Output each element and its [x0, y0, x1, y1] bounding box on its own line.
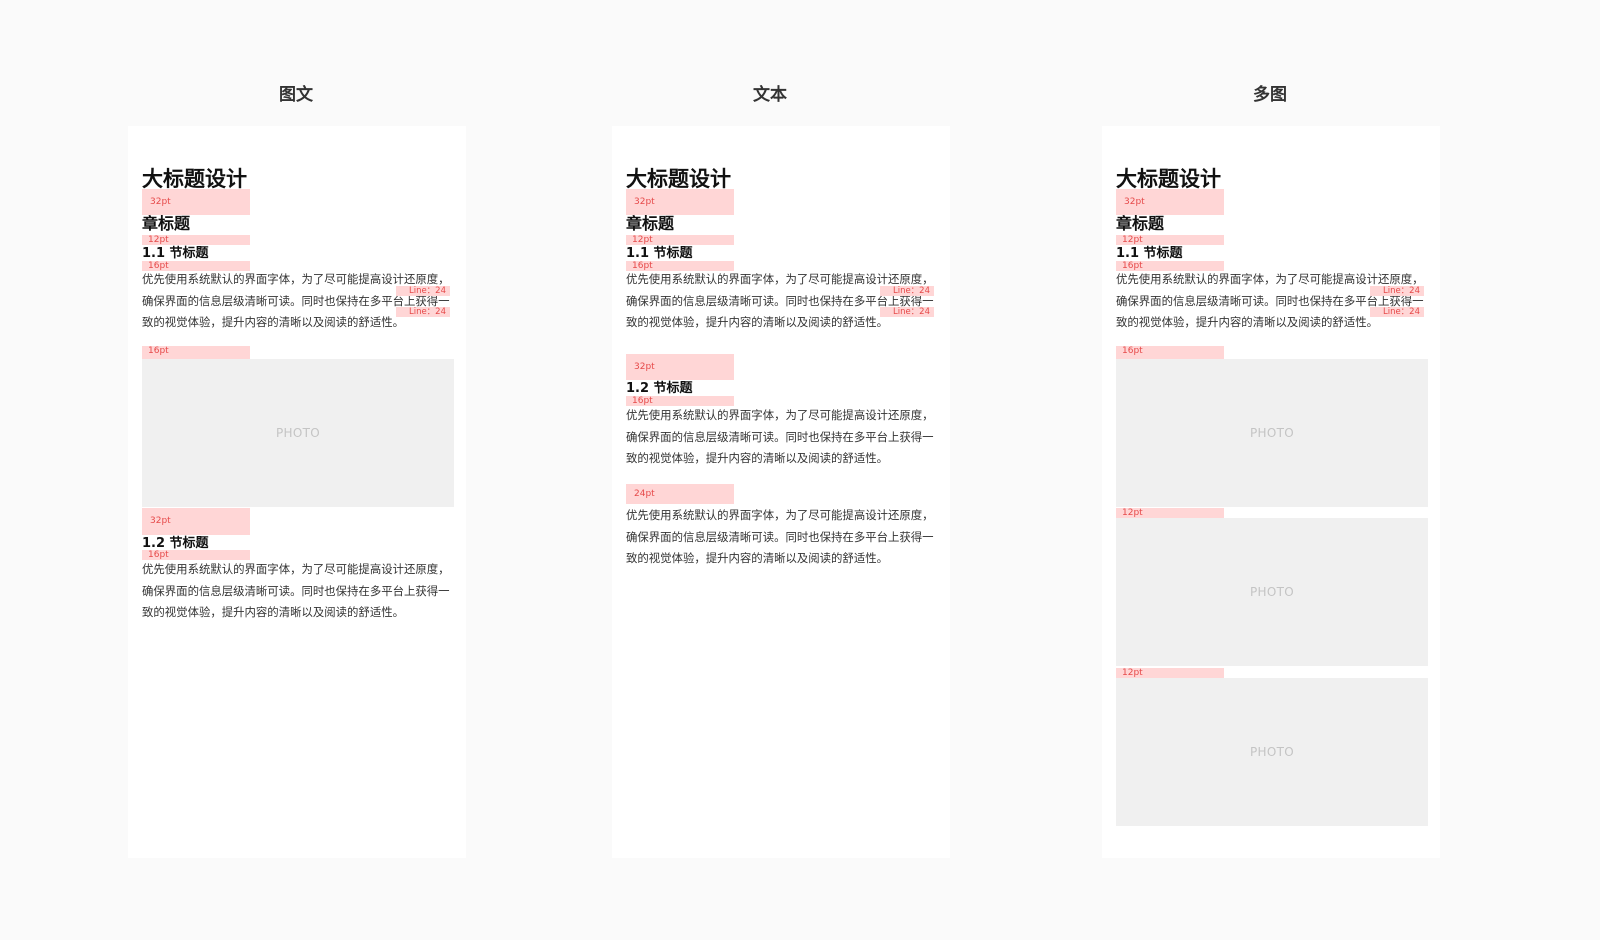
- section-title: 1.2 节标题: [142, 536, 209, 551]
- paragraph: 优先使用系统默认的界面字体，为了尽可能提高设计还原度，确保界面的信息层级清晰可读…: [1116, 272, 1424, 329]
- line-height-tag: Line：24: [396, 307, 450, 317]
- photo-placeholder: PHOTO: [1116, 359, 1428, 507]
- section-title: 1.1 节标题: [1116, 246, 1183, 261]
- spacing-24pt: 24pt: [626, 484, 734, 504]
- spacing-16pt: 16pt: [626, 396, 734, 406]
- photo-placeholder: PHOTO: [1116, 518, 1428, 666]
- spacing-16pt: 16pt: [142, 550, 250, 560]
- spacing-32pt: 32pt: [1116, 189, 1224, 215]
- card-text: 大标题设计 32pt 章标题 12pt 1.1 节标题 16pt 优先使用系统默…: [612, 126, 950, 858]
- line-height-tag: Line：24: [396, 286, 450, 296]
- column-title-multi-image: 多图: [1253, 85, 1287, 105]
- section-title: 1.1 节标题: [626, 246, 693, 261]
- spacing-32pt: 32pt: [626, 354, 734, 380]
- section-title: 1.1 节标题: [142, 246, 209, 261]
- paragraph: 优先使用系统默认的界面字体，为了尽可能提高设计还原度，确保界面的信息层级清晰可读…: [142, 562, 450, 619]
- line-height-tag: Line：24: [1370, 286, 1424, 296]
- card-image-text: 大标题设计 32pt 章标题 12pt 1.1 节标题 16pt 优先使用系统默…: [128, 126, 466, 858]
- spacing-32pt: 32pt: [142, 189, 250, 215]
- spacing-12pt: 12pt: [1116, 508, 1224, 518]
- card-multi-image: 大标题设计 32pt 章标题 12pt 1.1 节标题 16pt 优先使用系统默…: [1102, 126, 1440, 858]
- photo-placeholder: PHOTO: [142, 359, 454, 507]
- main-title: 大标题设计: [626, 167, 731, 191]
- spacing-16pt: 16pt: [1116, 346, 1224, 359]
- spacing-16pt: 16pt: [1116, 261, 1224, 271]
- spacing-16pt: 16pt: [142, 261, 250, 271]
- paragraph: 优先使用系统默认的界面字体，为了尽可能提高设计还原度，确保界面的信息层级清晰可读…: [626, 408, 934, 465]
- spacing-12pt: 12pt: [1116, 668, 1224, 678]
- spacing-16pt: 16pt: [142, 346, 250, 359]
- spacing-12pt: 12pt: [142, 235, 250, 245]
- main-title: 大标题设计: [142, 167, 247, 191]
- paragraph: 优先使用系统默认的界面字体，为了尽可能提高设计还原度，确保界面的信息层级清晰可读…: [142, 272, 450, 329]
- spacing-12pt: 12pt: [626, 235, 734, 245]
- line-height-tag: Line：24: [880, 286, 934, 296]
- paragraph: 优先使用系统默认的界面字体，为了尽可能提高设计还原度，确保界面的信息层级清晰可读…: [626, 508, 934, 565]
- chapter-title: 章标题: [626, 214, 675, 233]
- column-title-text: 文本: [753, 85, 787, 105]
- main-title: 大标题设计: [1116, 167, 1221, 191]
- spacing-32pt: 32pt: [142, 508, 250, 535]
- paragraph: 优先使用系统默认的界面字体，为了尽可能提高设计还原度，确保界面的信息层级清晰可读…: [626, 272, 934, 329]
- spacing-16pt: 16pt: [626, 261, 734, 271]
- photo-placeholder: PHOTO: [1116, 678, 1428, 826]
- spacing-32pt: 32pt: [626, 189, 734, 215]
- section-title: 1.2 节标题: [626, 381, 693, 396]
- chapter-title: 章标题: [1116, 214, 1165, 233]
- line-height-tag: Line：24: [880, 307, 934, 317]
- column-title-image-text: 图文: [279, 85, 313, 105]
- line-height-tag: Line：24: [1370, 307, 1424, 317]
- chapter-title: 章标题: [142, 214, 191, 233]
- spacing-12pt: 12pt: [1116, 235, 1224, 245]
